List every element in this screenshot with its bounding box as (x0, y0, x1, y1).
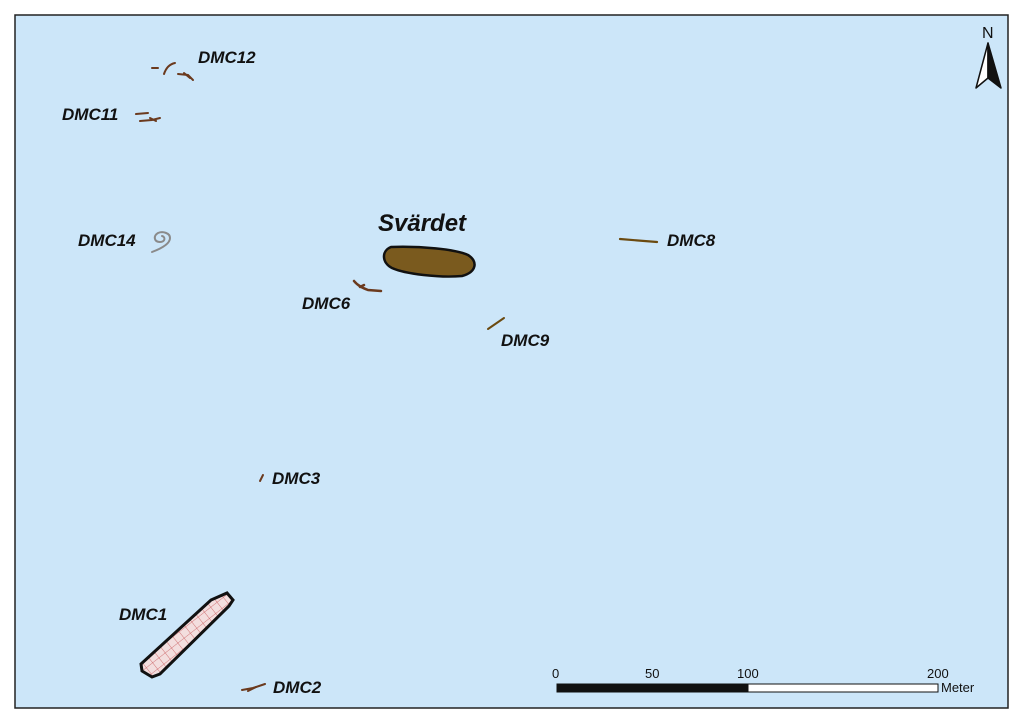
label-dmc6: DMC6 (302, 294, 351, 313)
dmc1-area (139, 591, 235, 679)
label-dmc8: DMC8 (667, 231, 716, 250)
north-arrow-icon: N (975, 25, 1002, 89)
scale-bar: 0 50 100 200 Meter (552, 666, 975, 695)
scale-segment-0-100 (556, 683, 749, 693)
dmc3-debris (259, 474, 264, 482)
svardet-wreck (382, 245, 476, 278)
scale-tick-200: 200 (927, 666, 949, 681)
label-dmc2: DMC2 (273, 678, 322, 697)
label-dmc9: DMC9 (501, 331, 550, 350)
scale-segment-100-200 (747, 683, 939, 693)
scale-tick-50: 50 (645, 666, 659, 681)
dmc14-coil (151, 231, 172, 253)
scale-unit: Meter (941, 680, 975, 695)
label-dmc12: DMC12 (198, 48, 256, 67)
dmc9-debris (487, 317, 505, 330)
label-dmc3: DMC3 (272, 469, 321, 488)
dmc11-debris (135, 112, 161, 122)
label-dmc1: DMC1 (119, 605, 167, 624)
dmc6-debris (352, 279, 383, 293)
dmc8-debris (618, 237, 659, 244)
dmc12-debris (151, 62, 194, 81)
scale-tick-0: 0 (552, 666, 559, 681)
label-dmc14: DMC14 (78, 231, 136, 250)
dmc2-debris (241, 683, 266, 692)
north-label: N (982, 25, 994, 42)
label-svardet: Svärdet (378, 210, 467, 237)
map-background (14, 14, 1009, 709)
label-dmc11: DMC11 (62, 105, 118, 124)
scale-tick-100: 100 (737, 666, 759, 681)
